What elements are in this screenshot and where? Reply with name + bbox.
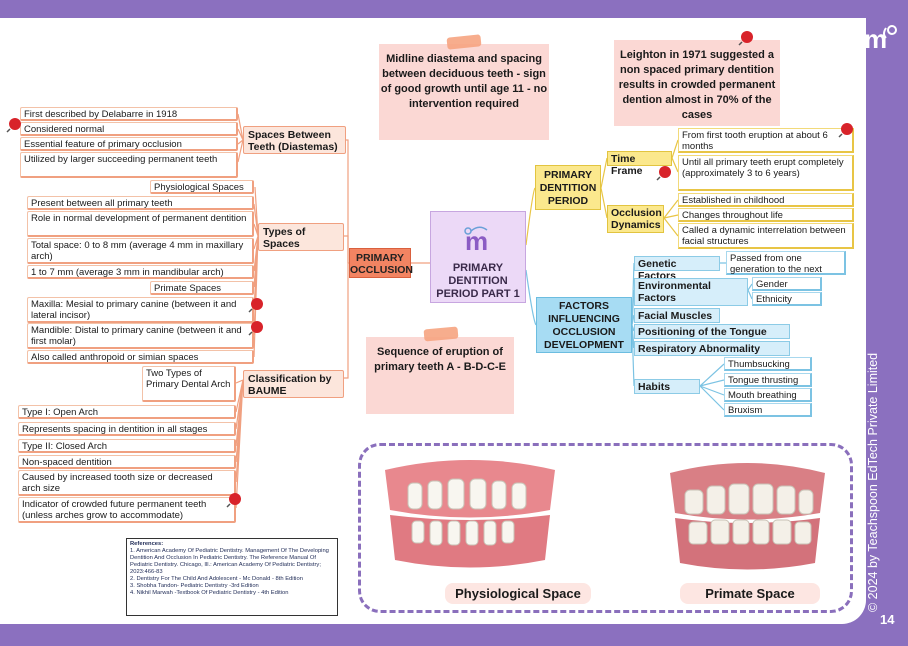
list-item: Until all primary teeth erupt completely… <box>678 155 854 191</box>
list-item: Essential feature of primary occlusion <box>20 137 238 151</box>
pushpin-icon <box>226 493 241 508</box>
classification-baume-header: Classification by BAUME <box>243 370 344 398</box>
list-item: 1 to 7 mm (average 3 mm in mandibular ar… <box>27 265 254 279</box>
svg-text:m: m <box>465 226 488 256</box>
list-item: Type II: Closed Arch <box>18 439 236 453</box>
pushpin-icon <box>838 123 853 138</box>
list-item: Caused by increased tooth size or decrea… <box>18 470 236 496</box>
list-item: Present between all primary teeth <box>27 196 254 210</box>
list-item: Also called anthropoid or simian spaces <box>27 350 254 364</box>
list-item: Ethnicity <box>752 292 822 306</box>
list-item: Gender <box>752 277 822 291</box>
pushpin-icon <box>656 166 671 181</box>
factor-habits: Habits <box>634 379 700 394</box>
primary-dentition-period-node: PRIMARY DENTITION PERIOD <box>535 165 601 210</box>
references-box: References: 1. American Academy Of Pedia… <box>126 538 338 616</box>
list-item: Utilized by larger succeeding permanent … <box>20 152 238 178</box>
types-of-spaces-header: Types of Spaces <box>258 223 344 251</box>
factor-tongue: Positioning of the Tongue <box>634 324 790 339</box>
note-midline-diastema: Midline diastema and spacing between dec… <box>379 44 549 140</box>
brand-logo-icon: m <box>464 226 488 256</box>
primate-space-illustration <box>670 463 825 570</box>
note-eruption-sequence: Sequence of eruption of primary teeth A … <box>366 337 514 414</box>
list-item: Changes throughout life <box>678 208 854 222</box>
list-item: Two Types of Primary Dental Arch <box>142 366 236 402</box>
list-item: Represents spacing in dentition in all s… <box>18 422 236 436</box>
central-topic: m PRIMARY DENTITION PERIOD PART 1 <box>430 211 526 303</box>
spaces-between-teeth-header: Spaces Between Teeth (Diastemas) <box>243 126 346 154</box>
list-item: Considered normal <box>20 122 238 136</box>
list-item: Mandible: Distal to primary canine (betw… <box>27 323 254 349</box>
list-item: Physiological Spaces <box>150 180 254 194</box>
list-item: Established in childhood <box>678 193 854 207</box>
list-item: Thumbsucking <box>724 357 812 371</box>
list-item: Primate Spaces <box>150 281 254 295</box>
list-item: Mouth breathing <box>724 388 812 402</box>
central-topic-label: PRIMARY DENTITION PERIOD PART 1 <box>436 262 520 300</box>
list-item: Role in normal development of permanent … <box>27 211 254 237</box>
primary-occlusion-node: PRIMARY OCCLUSION <box>349 248 413 278</box>
time-frame-header: Time Frame <box>607 151 672 177</box>
list-item: Total space: 0 to 8 mm (average 4 mm in … <box>27 238 254 264</box>
note-leighton: Leighton in 1971 suggested a non spaced … <box>614 40 780 126</box>
list-item: Non-spaced dentition <box>18 455 236 469</box>
pushpin-icon <box>248 298 263 313</box>
pushpin-icon <box>738 31 753 46</box>
list-item: Maxilla: Mesial to primary canine (betwe… <box>27 297 254 323</box>
brand-logo: m <box>864 24 897 54</box>
svg-text:m: m <box>864 24 887 54</box>
list-item: From first tooth eruption at about 6 mon… <box>678 128 854 153</box>
list-item: Indicator of crowded future permanent te… <box>18 497 236 523</box>
references-title: References: <box>130 541 164 547</box>
factors-node: FACTORS INFLUENCING OCCLUSION DEVELOPMEN… <box>536 297 632 353</box>
reference-item: 2. Dentistry For The Child And Adolescen… <box>130 576 303 582</box>
reference-item: 1. American Academy Of Pediatric Dentist… <box>130 548 329 575</box>
pushpin-icon <box>248 321 263 336</box>
physiological-space-illustration <box>385 460 555 568</box>
reference-item: 4. Nikhil Marwah -Textbook Of Pediatric … <box>130 590 289 596</box>
primate-space-label: Primate Space <box>680 583 820 604</box>
reference-item: 3. Shobha Tandon- Pediatric Dentistry -3… <box>130 583 259 589</box>
factor-genetic: Genetic Factors <box>634 256 720 282</box>
physiological-space-label: Physiological Space <box>445 583 591 604</box>
factor-respiratory: Respiratory Abnormality <box>634 341 790 356</box>
list-item: Type I: Open Arch <box>18 405 236 419</box>
list-item: First described by Delabarre in 1918 <box>20 107 238 121</box>
illustration-panel <box>358 443 853 613</box>
list-item: Bruxism <box>724 403 812 417</box>
pushpin-icon <box>6 118 21 133</box>
page-number: 14 <box>880 612 895 627</box>
factor-facial-muscles: Facial Muscles <box>634 308 720 323</box>
list-item: Tongue thrusting <box>724 373 812 387</box>
factor-environmental: Environmental Factors <box>634 278 748 306</box>
occlusion-dynamics-header: Occlusion Dynamics <box>607 205 664 233</box>
list-item: Called a dynamic interrelation between f… <box>678 223 854 249</box>
list-item: Passed from one generation to the next <box>726 251 846 275</box>
